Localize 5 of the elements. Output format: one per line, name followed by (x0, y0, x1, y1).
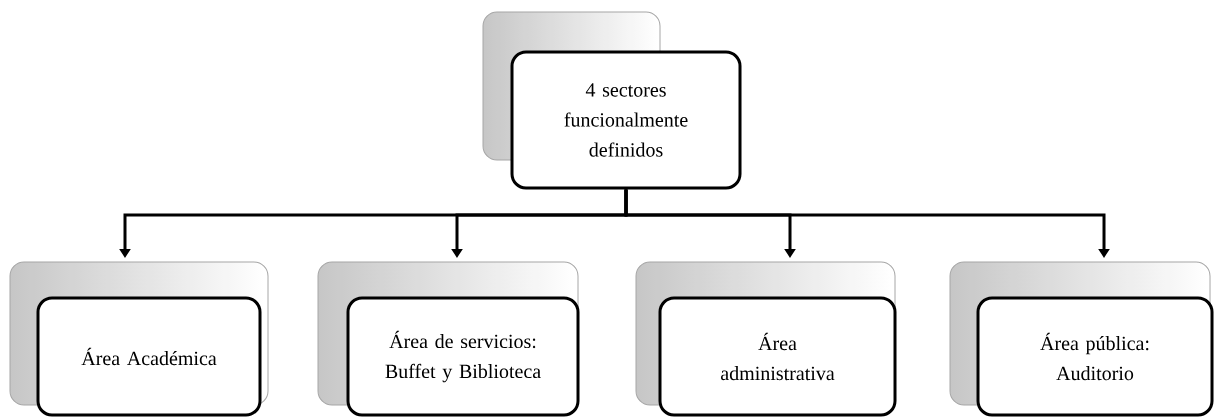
process-box: Área de servicios: Buffet y Biblioteca (317, 261, 580, 417)
process-box: Área administrativa (635, 261, 897, 417)
process-box: Área Académica (9, 261, 269, 417)
process-box: Área pública: Auditorio (949, 261, 1214, 417)
process-box: 4 sectores funcionalmente definidos (482, 11, 742, 190)
